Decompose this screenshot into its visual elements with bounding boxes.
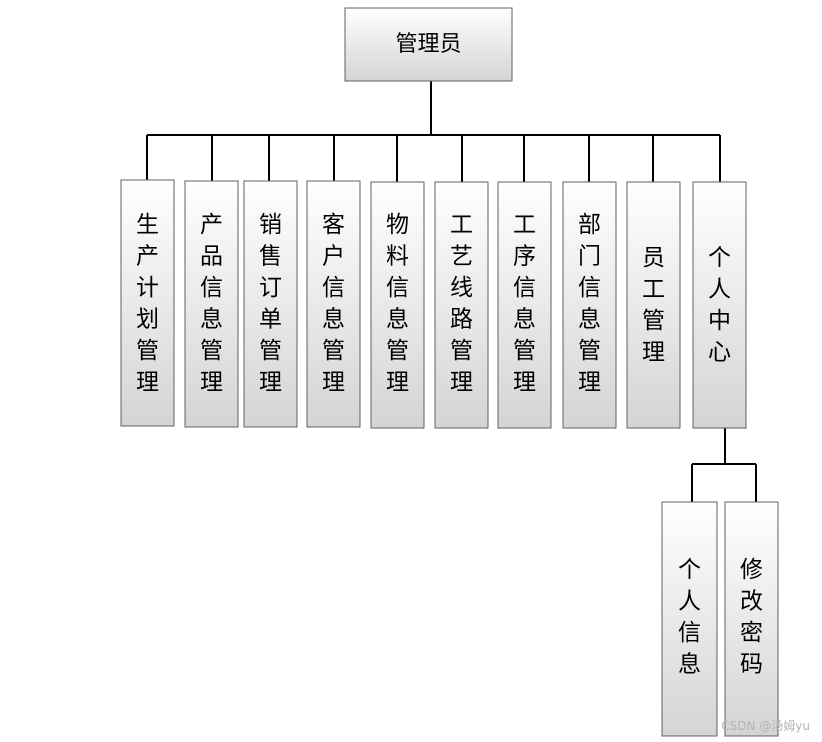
connector-lines — [146, 81, 757, 502]
module-label-sales-order: 销售订单管理 — [259, 212, 282, 396]
module-node-sales-order: 销售订单管理 — [243, 180, 298, 428]
module-node-employee: 员工管理 — [626, 181, 681, 429]
module-label-employee: 员工管理 — [642, 245, 665, 366]
module-label-process-route: 工艺线路管理 — [450, 212, 473, 396]
module-node-product-info: 产品信息管理 — [184, 180, 239, 428]
root-node: 管理员 — [344, 7, 513, 82]
root-label: 管理员 — [395, 32, 461, 57]
module-label-product-info: 产品信息管理 — [200, 212, 223, 396]
sub-node-personal-info: 个人信息 — [661, 501, 718, 737]
sub-node-change-password: 修改密码 — [724, 501, 779, 737]
module-node-material-info: 物料信息管理 — [370, 181, 425, 429]
module-nodes: 生产计划管理 产品信息管理 销售订单管理 客户信息管理 物料信息管理 工艺线路管… — [120, 179, 747, 429]
module-label-material-info: 物料信息管理 — [386, 212, 409, 396]
module-node-department-info: 部门信息管理 — [562, 181, 617, 429]
module-node-customer-info: 客户信息管理 — [306, 180, 361, 428]
module-node-procedure-info: 工序信息管理 — [497, 181, 552, 429]
sub-label-change-password: 修改密码 — [740, 557, 763, 678]
module-label-customer-info: 客户信息管理 — [322, 212, 345, 396]
module-label-department-info: 部门信息管理 — [578, 212, 601, 396]
module-label-production-plan: 生产计划管理 — [136, 212, 159, 396]
sub-label-personal-info: 个人信息 — [678, 557, 701, 678]
sub-module-nodes: 个人信息 修改密码 — [661, 501, 779, 737]
module-label-personal-center: 个人中心 — [708, 245, 731, 366]
module-node-production-plan: 生产计划管理 — [120, 179, 175, 427]
module-node-process-route: 工艺线路管理 — [434, 181, 489, 429]
watermark-text: CSDN @汤姆yu — [721, 719, 810, 733]
module-node-personal-center: 个人中心 — [692, 181, 747, 429]
module-label-procedure-info: 工序信息管理 — [513, 212, 536, 396]
